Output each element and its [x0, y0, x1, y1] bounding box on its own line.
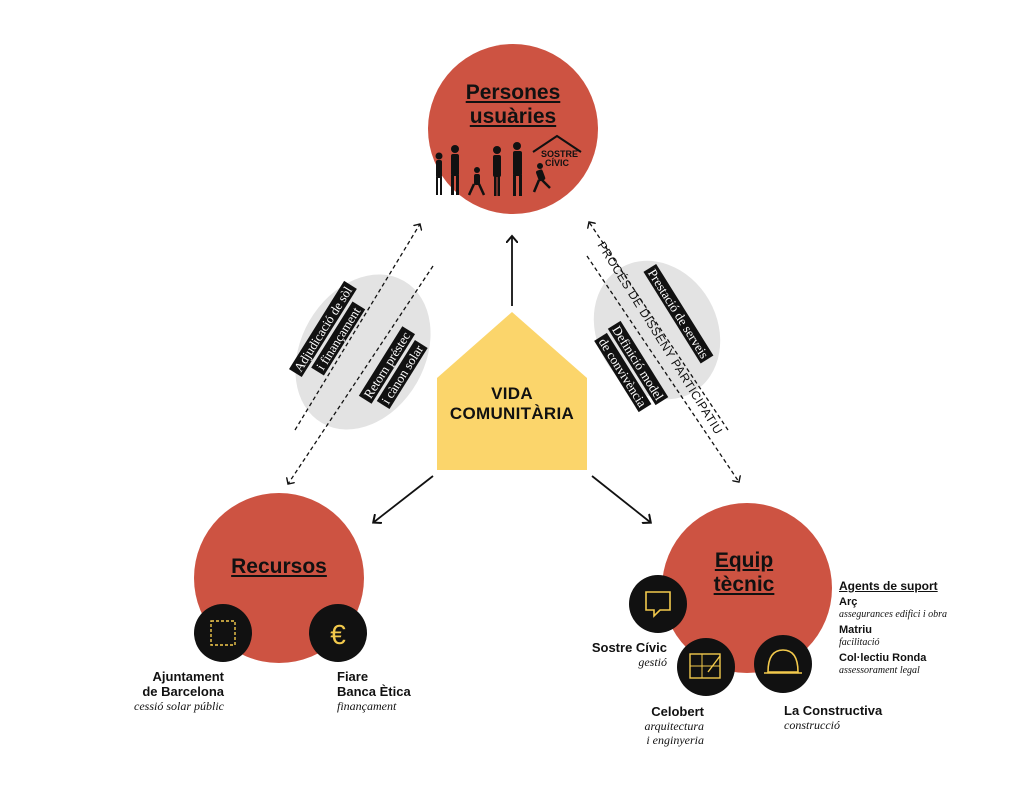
agent-role: assegurances edifici i obra [839, 609, 948, 620]
arrow-to-team [591, 475, 650, 522]
fiare-name-line1: Fiare [337, 669, 369, 684]
ajuntament-plot-icon [194, 604, 252, 662]
constructiva-block: La Constructiva construcció [784, 703, 882, 732]
agent-name: Matriu [839, 624, 872, 636]
dashed-arrow-left-up [294, 224, 420, 431]
community-house-shape [437, 312, 587, 470]
ajuntament-name-line2: de Barcelona [142, 684, 224, 699]
fiare-role: finançament [337, 699, 397, 713]
sostre-civic-role: gestió [638, 655, 667, 669]
agent-name: Arç [839, 596, 858, 608]
team-title: Equip tècnic [664, 549, 824, 597]
agent-role: facilitació [839, 637, 880, 648]
fiare-euro-icon: € [309, 604, 367, 662]
sostre-civic-logo-line1: SOSTRE [541, 149, 579, 159]
sostre-civic-logo: SOSTRE CÍVIC [541, 149, 579, 168]
celobert-name: Celobert [651, 704, 704, 719]
community-label: VIDA COMUNITÀRIA [437, 384, 587, 424]
ajuntament-role: cessió solar públic [134, 699, 224, 713]
users-title-line2: usuàries [469, 105, 557, 128]
users-circle [428, 44, 598, 214]
celobert-role-line1: arquitectura [644, 719, 704, 733]
team-title-line1: Equip [714, 549, 774, 572]
constructiva-name: La Constructiva [784, 703, 883, 718]
sostre-civic-speech-icon [629, 575, 687, 633]
support-agents-heading: Agents de suport [839, 579, 938, 593]
users-title: Persones usuàries [433, 81, 593, 129]
team-title-line2: tècnic [713, 573, 775, 596]
ajuntament-block: Ajuntament de Barcelona cessió solar púb… [120, 669, 224, 713]
support-agents-block: Agents de suport Arç assegurances edific… [839, 579, 947, 677]
celobert-blueprint-icon [677, 638, 735, 696]
ajuntament-name-line1: Ajuntament [152, 669, 225, 684]
fiare-block: Fiare Banca Ètica finançament [337, 669, 411, 713]
community-label-line1: VIDA [491, 384, 533, 403]
agent-role: assessorament legal [839, 665, 920, 676]
community-label-line2: COMUNITÀRIA [449, 404, 575, 423]
sostre-civic-logo-roof-icon [532, 134, 582, 153]
team-circle [662, 503, 832, 673]
agent-name: Col·lectiu Ronda [839, 652, 927, 664]
arrow-to-resources [374, 475, 434, 522]
sostre-civic-logo-line2: CÍVIC [544, 158, 569, 168]
celobert-block: Celobert arquitectura i enginyeria [600, 704, 704, 747]
people-silhouettes-icon [435, 142, 551, 196]
constructiva-helmet-icon [754, 635, 812, 693]
constructiva-role: construcció [784, 718, 840, 732]
sostre-civic-block: Sostre Cívic gestió [560, 640, 667, 669]
fiare-name-line2: Banca Ètica [337, 684, 411, 699]
celobert-role-line2: i enginyeria [646, 733, 704, 747]
dashed-arrow-left-down [288, 265, 434, 484]
users-title-line1: Persones [465, 81, 561, 104]
dashed-arrow-right-down [586, 255, 739, 482]
svg-text:€: € [330, 619, 346, 650]
sostre-civic-name: Sostre Cívic [591, 640, 667, 655]
resources-title: Recursos [231, 555, 327, 578]
